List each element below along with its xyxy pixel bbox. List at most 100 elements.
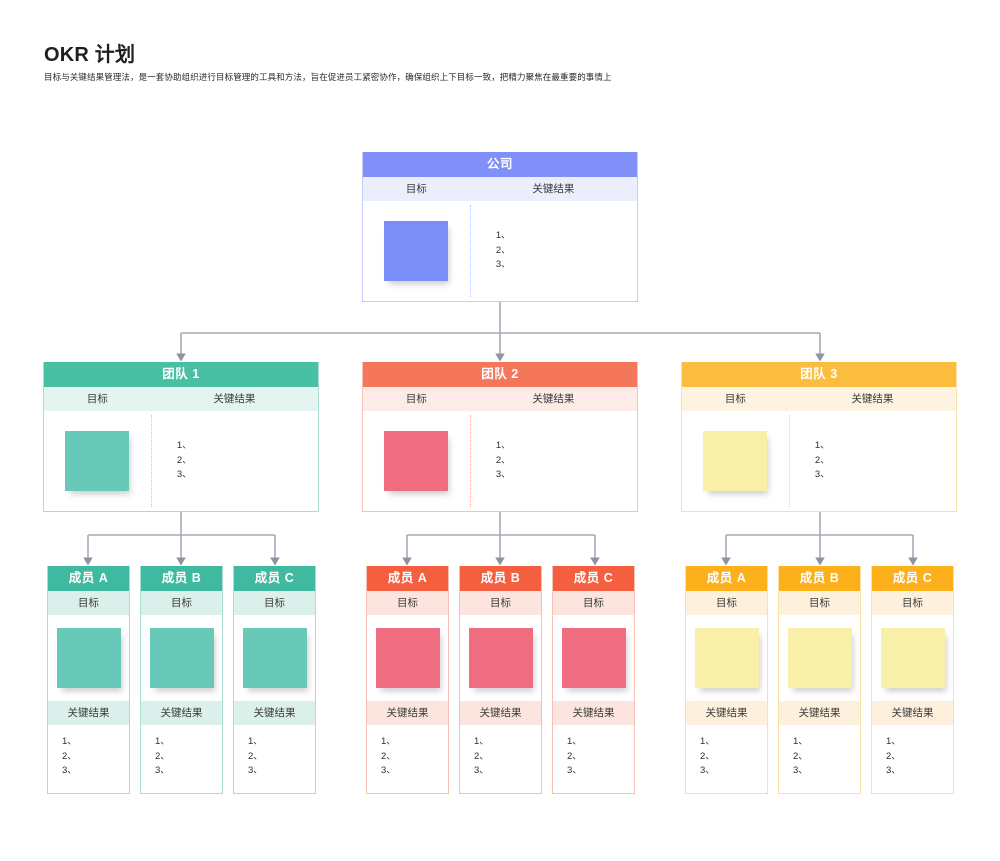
kr-item: 1、	[495, 439, 511, 451]
member-key-result-label: 关键结果	[367, 701, 448, 725]
team-body-1: 1、 2、 3、	[44, 411, 318, 511]
company-divider	[469, 205, 471, 297]
kr-item: 3、	[700, 765, 715, 777]
team-key-result-cell-3[interactable]: 1、 2、 3、	[789, 411, 956, 511]
kr-item: 1、	[381, 736, 396, 747]
member-objective-label: 目标	[234, 591, 315, 615]
kr-item: 1、	[176, 439, 192, 451]
member-objective-label: 目标	[367, 591, 448, 615]
team-kr-list-2: 1、 2、 3、	[496, 439, 511, 483]
member-objective-cell-3a[interactable]	[686, 615, 767, 701]
team-divider-2	[469, 415, 471, 507]
member-objective-note-1b[interactable]	[149, 628, 214, 688]
company-key-result-cell[interactable]: 1、 2、 3、	[470, 201, 637, 301]
kr-item: 2、	[62, 750, 77, 762]
page-subtitle: 目标与关键结果管理法，是一套协助组织进行目标管理的工具和方法，旨在促进员工紧密协…	[44, 72, 612, 82]
member-kr-list-2b: 1、 2、 3、	[460, 725, 541, 793]
member-card-3a[interactable]: 成员 A 目标 关键结果 1、 2、 3、	[685, 566, 768, 794]
team-kr-list-3: 1、 2、 3、	[815, 439, 830, 483]
kr-item: 2、	[567, 750, 582, 762]
member-key-result-label: 关键结果	[553, 701, 634, 725]
kr-item: 1、	[155, 736, 170, 747]
member-objective-note-2a[interactable]	[375, 628, 440, 688]
company-objective-cell[interactable]	[363, 201, 470, 301]
team-card-1[interactable]: 团队 1 目标 关键结果 1、 2、 3、	[43, 362, 319, 512]
kr-item: 3、	[474, 765, 489, 777]
team-objective-cell-1[interactable]	[44, 411, 151, 511]
member-kr-list-3c: 1、 2、 3、	[872, 725, 953, 793]
team-card-2[interactable]: 团队 2 目标 关键结果 1、 2、 3、	[362, 362, 638, 512]
team-objective-label: 目标	[86, 393, 108, 405]
kr-item: 1、	[700, 736, 715, 747]
team-objective-cell-2[interactable]	[363, 411, 470, 511]
team-card-3[interactable]: 团队 3 目标 关键结果 1、 2、 3、	[681, 362, 957, 512]
member-kr-list-2a: 1、 2、 3、	[367, 725, 448, 793]
team-objective-cell-3[interactable]	[682, 411, 789, 511]
member-objective-cell-1b[interactable]	[141, 615, 222, 701]
kr-item: 1、	[814, 439, 830, 451]
team-divider-3	[788, 415, 790, 507]
team-objective-note-1[interactable]	[65, 431, 130, 491]
member-header-1b: 成员 B	[141, 566, 222, 591]
company-key-result-label: 关键结果	[532, 183, 575, 195]
member-card-1c[interactable]: 成员 C 目标 关键结果 1、 2、 3、	[233, 566, 316, 794]
member-objective-cell-1c[interactable]	[234, 615, 315, 701]
team-key-result-label: 关键结果	[851, 393, 894, 405]
member-objective-note-2c[interactable]	[561, 628, 626, 688]
team-header-1: 团队 1	[44, 362, 318, 387]
team-divider-1	[150, 415, 152, 507]
team-key-result-cell-1[interactable]: 1、 2、 3、	[151, 411, 318, 511]
company-header: 公司	[363, 152, 637, 177]
member-objective-note-2b[interactable]	[468, 628, 533, 688]
team-key-result-label: 关键结果	[213, 393, 256, 405]
team-objective-note-3[interactable]	[703, 431, 768, 491]
member-objective-label: 目标	[553, 591, 634, 615]
member-objective-note-1c[interactable]	[242, 628, 307, 688]
member-card-2b[interactable]: 成员 B 目标 关键结果 1、 2、 3、	[459, 566, 542, 794]
kr-item: 1、	[474, 736, 489, 747]
member-card-3b[interactable]: 成员 B 目标 关键结果 1、 2、 3、	[778, 566, 861, 794]
member-card-2a[interactable]: 成员 A 目标 关键结果 1、 2、 3、	[366, 566, 449, 794]
kr-item: 2、	[474, 750, 489, 762]
member-objective-cell-3b[interactable]	[779, 615, 860, 701]
company-card[interactable]: 公司 目标 关键结果 1、 2、 3、	[362, 152, 638, 302]
member-objective-note-3a[interactable]	[694, 628, 759, 688]
member-key-result-label: 关键结果	[779, 701, 860, 725]
member-card-3c[interactable]: 成员 C 目标 关键结果 1、 2、 3、	[871, 566, 954, 794]
member-key-result-label: 关键结果	[460, 701, 541, 725]
member-objective-cell-2b[interactable]	[460, 615, 541, 701]
page-title: OKR 计划	[44, 44, 136, 66]
member-objective-label: 目标	[686, 591, 767, 615]
kr-item: 2、	[495, 454, 511, 466]
member-objective-cell-1a[interactable]	[48, 615, 129, 701]
kr-item: 3、	[814, 469, 830, 481]
team-kr-list-1: 1、 2、 3、	[177, 439, 192, 483]
member-card-2c[interactable]: 成员 C 目标 关键结果 1、 2、 3、	[552, 566, 635, 794]
member-objective-label: 目标	[48, 591, 129, 615]
member-header-3c: 成员 C	[872, 566, 953, 591]
kr-item: 2、	[700, 750, 715, 762]
member-header-2b: 成员 B	[460, 566, 541, 591]
member-objective-note-1a[interactable]	[56, 628, 121, 688]
member-header-3b: 成员 B	[779, 566, 860, 591]
member-objective-note-3b[interactable]	[787, 628, 852, 688]
team-key-result-cell-2[interactable]: 1、 2、 3、	[470, 411, 637, 511]
member-objective-cell-2a[interactable]	[367, 615, 448, 701]
member-objective-label: 目标	[141, 591, 222, 615]
kr-item: 3、	[886, 765, 901, 777]
member-objective-note-3c[interactable]	[880, 628, 945, 688]
member-kr-list-3b: 1、 2、 3、	[779, 725, 860, 793]
member-card-1b[interactable]: 成员 B 目标 关键结果 1、 2、 3、	[140, 566, 223, 794]
company-body: 1、 2、 3、	[363, 201, 637, 301]
kr-item: 3、	[793, 765, 808, 777]
company-column-headers: 目标 关键结果	[363, 177, 637, 201]
company-kr-list: 1、 2、 3、	[496, 229, 511, 273]
company-objective-note[interactable]	[384, 221, 449, 281]
team-objective-note-2[interactable]	[384, 431, 449, 491]
team-objective-label: 目标	[724, 393, 746, 405]
kr-item: 2、	[793, 750, 808, 762]
member-objective-cell-3c[interactable]	[872, 615, 953, 701]
member-card-1a[interactable]: 成员 A 目标 关键结果 1、 2、 3、	[47, 566, 130, 794]
team-objective-label: 目标	[405, 393, 427, 405]
member-objective-cell-2c[interactable]	[553, 615, 634, 701]
